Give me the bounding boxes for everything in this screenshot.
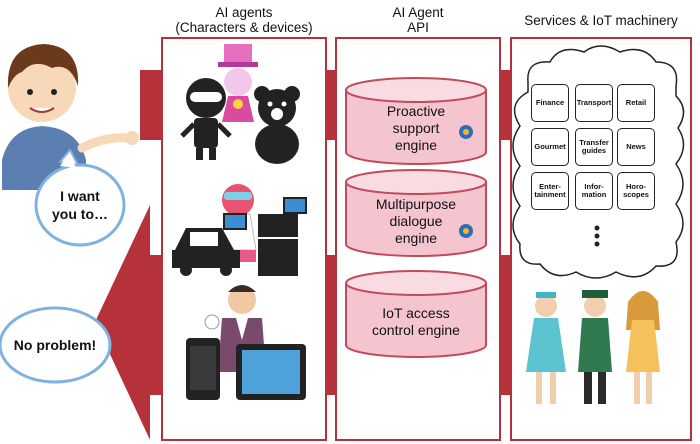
fairy-character-icon bbox=[218, 44, 258, 122]
refrigerator-icon bbox=[258, 197, 307, 276]
service-label: News bbox=[626, 142, 646, 151]
request-line1: I want bbox=[60, 188, 100, 204]
service-gourmet: Gourmet bbox=[531, 128, 569, 166]
service-label: Transfer bbox=[579, 138, 609, 147]
engine-2-line2: dialogue bbox=[389, 213, 443, 229]
car-icon bbox=[172, 213, 247, 276]
smartphone-icon bbox=[186, 338, 220, 400]
response-arrow-head bbox=[95, 205, 150, 440]
reply-bubble bbox=[0, 306, 112, 384]
agents-header: AI agents (Characters & devices) bbox=[162, 5, 326, 35]
engine-1-line2: support bbox=[392, 120, 440, 136]
engine-logo-icon bbox=[459, 125, 473, 238]
api-header-line2: API bbox=[407, 20, 429, 35]
engine-1-line1: Proactive bbox=[386, 103, 446, 119]
service-news: News bbox=[617, 128, 655, 166]
api-header-line1: AI Agent bbox=[392, 5, 444, 20]
agents-header-line1: AI agents bbox=[215, 5, 273, 20]
engine-label-1: Proactive support engine bbox=[356, 103, 476, 154]
service-label: Transport bbox=[576, 98, 612, 107]
engine-2-line3: engine bbox=[394, 230, 438, 246]
service-label-line2: scopes bbox=[623, 190, 649, 199]
service-label-line2: guides bbox=[581, 146, 607, 155]
teddy-bear-icon bbox=[254, 86, 300, 164]
station-staff-icon bbox=[578, 290, 612, 404]
reply-text: No problem! bbox=[13, 337, 97, 353]
engine-2-line1: Multipurpose bbox=[375, 196, 457, 212]
engine-cylinder-3 bbox=[345, 270, 487, 358]
engine-3-line2: control engine bbox=[372, 322, 460, 338]
services-header: Services & IoT machinery bbox=[506, 13, 696, 28]
engine-cylinder-1 bbox=[345, 77, 487, 165]
service-entertainment: Enter-tainment bbox=[531, 172, 569, 210]
girl-character-icon bbox=[626, 291, 660, 404]
service-label: Finance bbox=[535, 98, 565, 107]
request-line2: you to… bbox=[52, 206, 108, 222]
service-transport: Transport bbox=[575, 84, 613, 122]
api-header: AI Agent API bbox=[336, 5, 500, 35]
agents-header-line2: (Characters & devices) bbox=[175, 20, 313, 35]
guide-character-icon bbox=[526, 292, 566, 404]
service-label: Retail bbox=[625, 98, 647, 107]
service-label: Horo- bbox=[625, 182, 646, 191]
engine-3-line1: IoT access bbox=[382, 305, 450, 321]
engine-1-line3: engine bbox=[394, 137, 438, 153]
more-services-ellipsis bbox=[594, 225, 600, 247]
service-label-line2: tainment bbox=[534, 190, 566, 199]
service-information: Infor-mation bbox=[575, 172, 613, 210]
engine-label-3: IoT access control engine bbox=[346, 305, 486, 339]
service-label: Enter- bbox=[539, 182, 561, 191]
request-bubble bbox=[34, 148, 126, 247]
service-label: Gourmet bbox=[534, 142, 566, 151]
service-retail: Retail bbox=[617, 84, 655, 122]
service-finance: Finance bbox=[531, 84, 569, 122]
service-label: Infor- bbox=[584, 182, 604, 191]
services-header-text: Services & IoT machinery bbox=[524, 13, 678, 28]
reply-bubble-text: No problem! bbox=[0, 336, 110, 354]
robot-icon bbox=[180, 78, 232, 160]
engine-label-2: Multipurpose dialogue engine bbox=[356, 196, 476, 247]
request-bubble-text: I want you to… bbox=[40, 187, 120, 223]
service-horoscopes: Horo-scopes bbox=[617, 172, 655, 210]
service-label-line2: mation bbox=[581, 190, 607, 199]
tablet-icon bbox=[236, 344, 306, 400]
